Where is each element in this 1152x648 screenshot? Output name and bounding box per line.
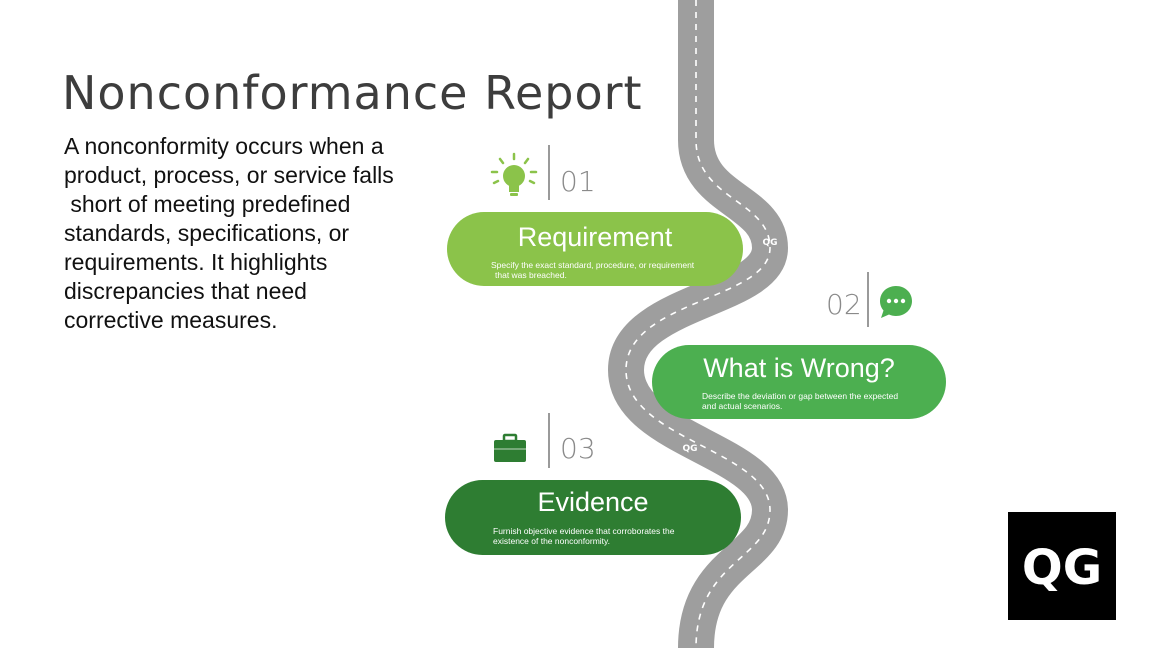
step-number-03: 03 xyxy=(560,432,596,465)
car-icon: QG xyxy=(682,444,697,454)
svg-text:QG: QG xyxy=(762,238,777,248)
step-heading: Requirement xyxy=(517,222,673,252)
step-description: Furnish objective evidence that corrobor… xyxy=(493,526,675,546)
step-card-evidence: Evidence Furnish objective evidence that… xyxy=(445,480,741,555)
lightbulb-icon xyxy=(490,152,538,196)
chat-bubble-icon xyxy=(880,286,912,318)
step-heading: What is Wrong? xyxy=(703,353,895,383)
divider xyxy=(548,145,550,200)
step-description: Describe the deviation or gap between th… xyxy=(702,391,899,411)
page-title: Nonconformance Report xyxy=(62,66,643,120)
step-description: Specify the exact standard, procedure, o… xyxy=(491,260,695,280)
step-card-requirement: Requirement Specify the exact standard, … xyxy=(447,212,743,286)
divider xyxy=(867,272,869,327)
intro-paragraph: A nonconformity occurs when a product, p… xyxy=(64,133,394,333)
step-number-02: 02 xyxy=(826,288,862,321)
divider xyxy=(548,413,550,468)
car-icon: QG xyxy=(762,238,777,248)
step-heading: Evidence xyxy=(537,487,649,517)
qg-logo: QG xyxy=(1008,512,1116,620)
step-number-01: 01 xyxy=(560,165,596,198)
logo-mark-icon: QG xyxy=(1022,540,1102,596)
svg-text:QG: QG xyxy=(682,444,697,454)
briefcase-icon xyxy=(494,433,526,462)
svg-text:QG: QG xyxy=(1022,540,1102,596)
step-card-what-is-wrong: What is Wrong? Describe the deviation or… xyxy=(652,345,946,419)
